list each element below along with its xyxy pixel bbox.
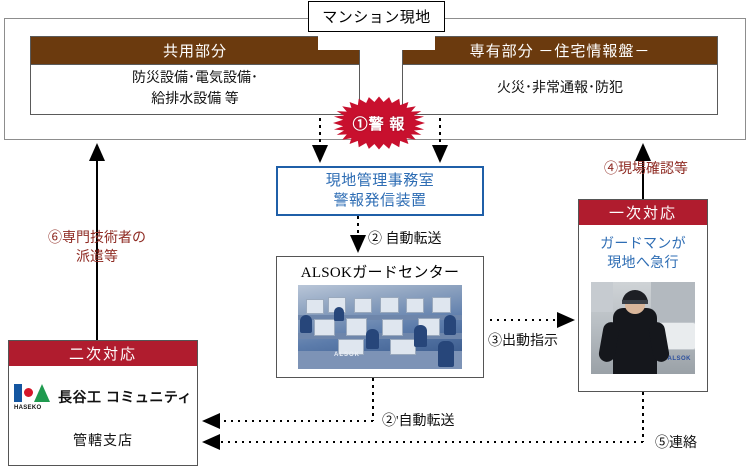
alsok-guard-center-title: ALSOKガードセンター — [300, 265, 460, 281]
primary-response-line-1: ガードマンが — [600, 237, 686, 252]
common-area-line-1: 防災設備･電気設備･ — [132, 71, 258, 87]
flow-label-step4: ④現場確認等 — [604, 162, 688, 177]
haseko-branch-label: 管轄支店 — [73, 434, 133, 449]
flow-label-step5: ⑤連絡 — [655, 436, 697, 451]
title-notch — [318, 28, 435, 50]
haseko-company-name: 長谷工 コミュニティ — [57, 389, 193, 405]
private-area-header: 専有部分 －住宅情報盤－ — [403, 37, 717, 65]
haseko-logo-icon: HASEKO — [13, 384, 52, 411]
guard-man-photo: ALSOK — [591, 281, 695, 374]
flow-label-step2: ② 自動転送 — [368, 232, 442, 247]
primary-response-text: ガードマンが 現地へ急行 — [579, 236, 707, 274]
starburst-shape — [333, 96, 425, 150]
secondary-response-header: 二次対応 — [9, 341, 197, 366]
common-area-panel: 共用部分 防災設備･電気設備･ 給排水設備 等 — [30, 36, 360, 115]
site-office-line-2: 警報発信装置 — [333, 193, 427, 209]
page-title: マンション現地 — [308, 1, 445, 32]
haseko-wordmark: HASEKO — [13, 405, 42, 411]
private-area-line-1: 火災･非常通報･防犯 — [497, 81, 623, 97]
common-area-line-2: 給排水設備 等 — [151, 91, 239, 107]
primary-response-card: 一次対応 ガードマンが 現地へ急行 ALSOK — [578, 199, 708, 392]
alert-label: ①警 報 — [352, 116, 406, 133]
common-area-header: 共用部分 — [31, 37, 359, 65]
haseko-logo-row: HASEKO 長谷工 コミュニティ — [9, 384, 197, 411]
secondary-response-card: 二次対応 HASEKO 長谷工 コミュニティ 管轄支店 — [8, 340, 198, 466]
flow-label-step6-line2: 派遣等 — [76, 249, 118, 265]
guard-center-photo: ALSOK — [298, 285, 462, 369]
guard-center-photo-label: ALSOK — [334, 352, 360, 358]
flow-label-step3: ③出動指示 — [488, 334, 558, 349]
alsok-guard-center-box: ALSOKガードセンター ALSOK — [276, 256, 484, 378]
private-area-panel: 専有部分 －住宅情報盤－ 火災･非常通報･防犯 — [402, 36, 718, 115]
site-management-office-box: 現地管理事務室 警報発信装置 — [276, 166, 484, 216]
alert-starburst: ①警 報 — [333, 96, 425, 150]
flow-label-step6: ⑥専門技術者の 派遣等 — [18, 230, 176, 268]
common-area-body: 防災設備･電気設備･ 給排水設備 等 — [31, 65, 359, 114]
primary-response-header: 一次対応 — [579, 200, 707, 225]
site-office-line-1: 現地管理事務室 — [325, 172, 435, 189]
primary-response-line-2: 現地へ急行 — [607, 255, 679, 271]
flow-label-step2b: ②'自動転送 — [382, 414, 455, 429]
private-area-body: 火災･非常通報･防犯 — [403, 65, 717, 114]
flow-label-step6-line1: ⑥専門技術者の — [48, 231, 146, 246]
guard-photo-label: ALSOK — [667, 355, 691, 362]
